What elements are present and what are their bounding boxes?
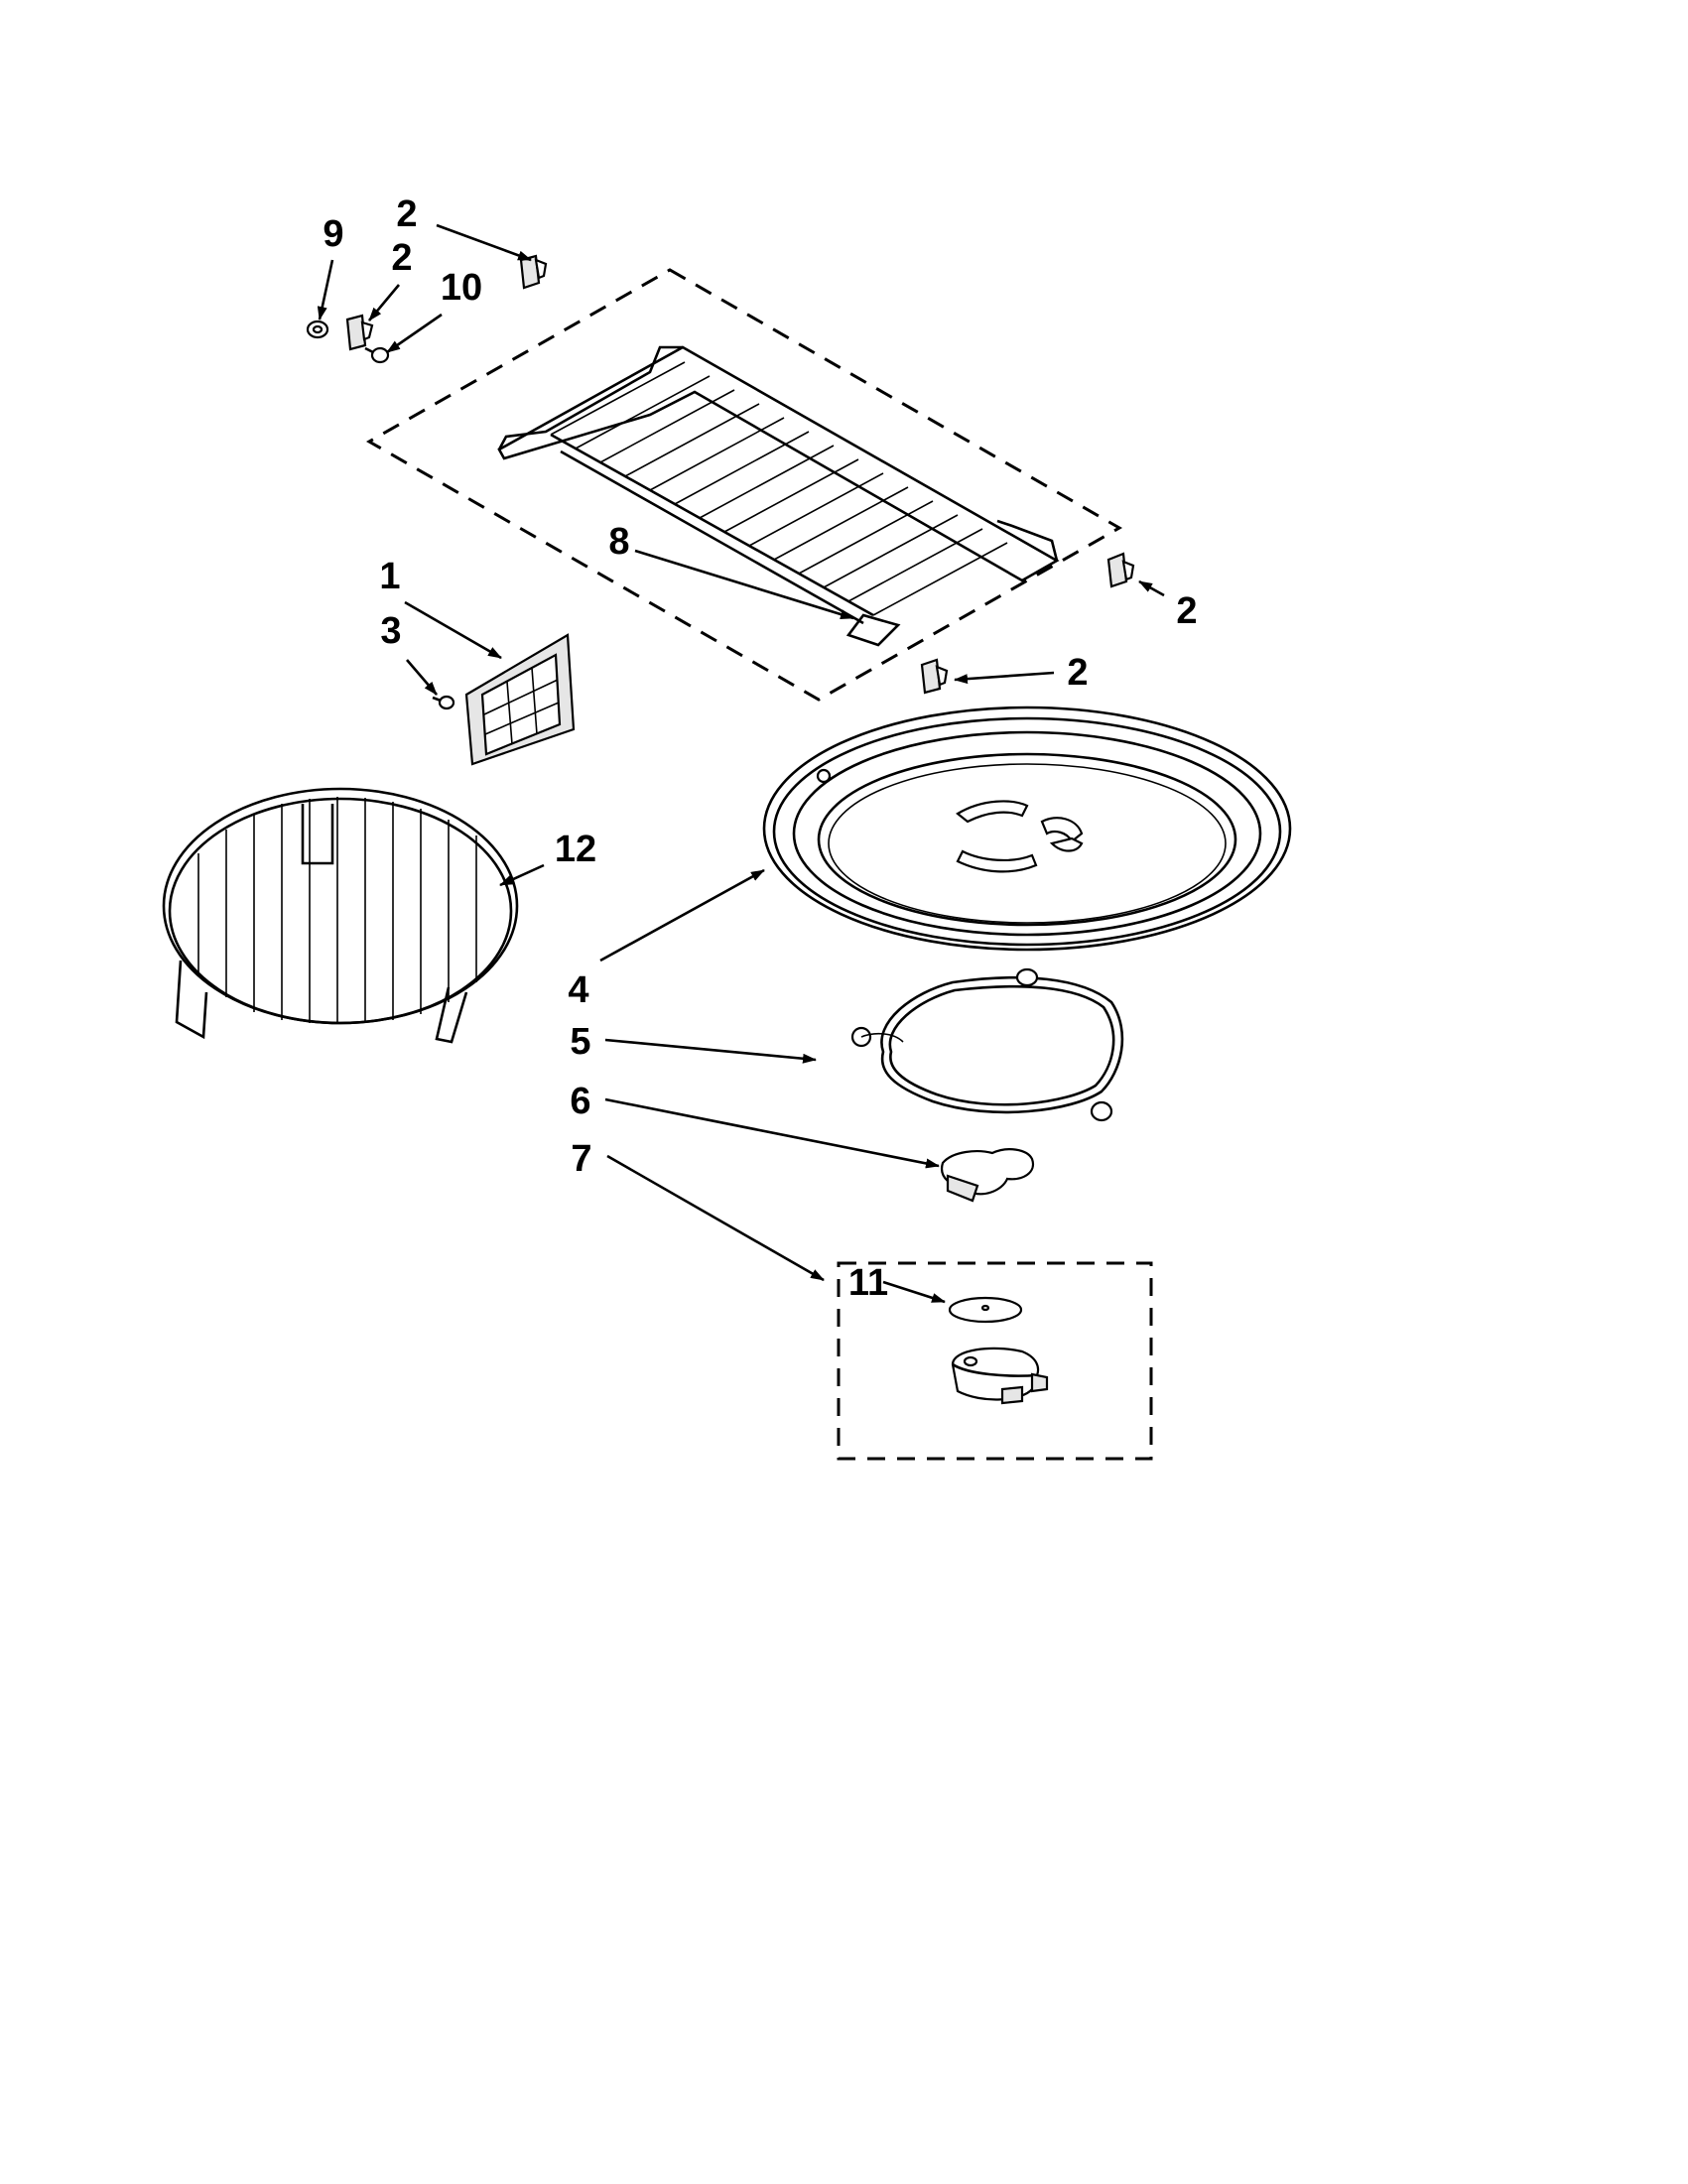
- callout-11: 11: [848, 1262, 888, 1304]
- leader-4: [599, 868, 765, 963]
- leader-5: [604, 1038, 817, 1064]
- motor-dashed-box: [837, 1261, 1153, 1461]
- wire-rack-part[interactable]: [497, 345, 1060, 647]
- leader-3: [406, 659, 438, 696]
- rack-clip-part-left[interactable]: [345, 314, 374, 351]
- leader-2b: [368, 284, 400, 321]
- callout-2b: 2: [391, 237, 412, 279]
- leader-1: [404, 600, 502, 660]
- pin-part[interactable]: [364, 346, 390, 364]
- leader-7: [606, 1154, 825, 1282]
- turntable-motor-part[interactable]: [951, 1347, 1049, 1405]
- callout-3: 3: [380, 610, 401, 652]
- leader-6: [604, 1097, 940, 1169]
- rack-dashed-outline: [365, 268, 1123, 702]
- leader-9: [317, 259, 334, 321]
- leader-11: [882, 1280, 946, 1304]
- leader-2a: [436, 223, 532, 262]
- callout-5: 5: [570, 1021, 590, 1063]
- callout-2a: 2: [396, 193, 417, 235]
- callout-12: 12: [555, 829, 596, 870]
- motor-disc-part[interactable]: [948, 1296, 1023, 1324]
- coupler-part[interactable]: [940, 1148, 1035, 1203]
- rack-clip-part-top-right[interactable]: [519, 254, 548, 290]
- callout-2d: 2: [1067, 652, 1088, 694]
- roller-ring-part[interactable]: [850, 967, 1124, 1122]
- callout-1: 1: [379, 556, 400, 597]
- rack-clip-part-right[interactable]: [1106, 552, 1135, 588]
- callout-9: 9: [323, 213, 343, 255]
- callout-10: 10: [441, 267, 482, 309]
- callout-7: 7: [571, 1138, 591, 1180]
- leader-12: [499, 863, 545, 887]
- leader-2c: [1138, 579, 1165, 597]
- rack-clip-part-lower[interactable]: [920, 658, 949, 695]
- callout-4: 4: [568, 969, 588, 1011]
- callout-8: 8: [608, 521, 629, 563]
- leader-2d: [954, 671, 1055, 685]
- leader-10: [386, 313, 443, 354]
- turntable-tray-part[interactable]: [762, 706, 1292, 952]
- screw-part[interactable]: [432, 695, 455, 710]
- washer-part[interactable]: [306, 320, 329, 339]
- callout-2c: 2: [1176, 590, 1197, 632]
- grille-cover-part[interactable]: [464, 633, 576, 766]
- round-rack-part[interactable]: [162, 787, 519, 1044]
- callout-6: 6: [570, 1081, 590, 1122]
- leader-8: [634, 549, 854, 620]
